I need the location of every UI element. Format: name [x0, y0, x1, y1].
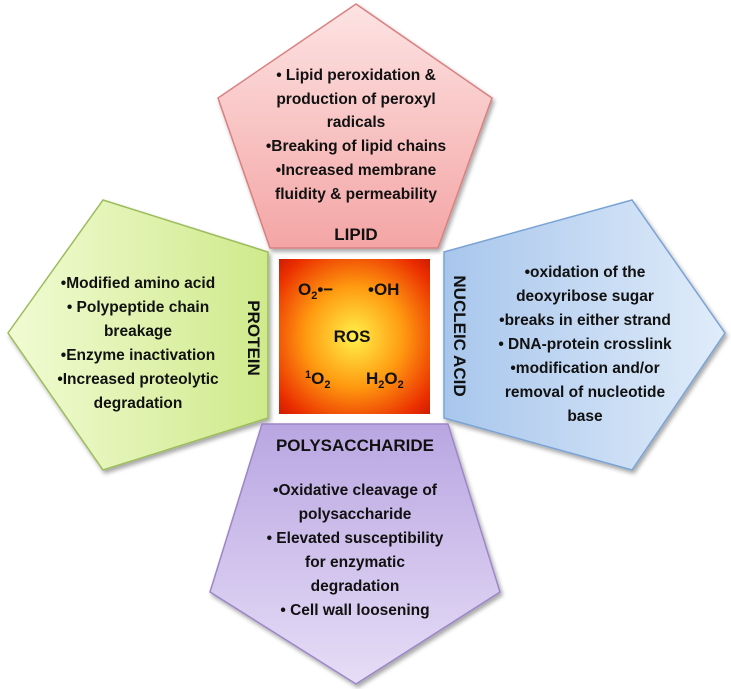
lipid-title: LIPID: [334, 225, 377, 244]
protein-line: • Polypeptide chain: [67, 299, 209, 316]
polysaccharide-section: POLYSACCHARIDE •Oxidative cleavage of po…: [209, 423, 501, 685]
polysaccharide-line: • Elevated susceptibility: [267, 530, 444, 547]
nucleic-acid-line: •breaks in either strand: [499, 312, 671, 329]
singlet-oxygen-label: 1O2: [305, 369, 330, 391]
polysaccharide-line: •Oxidative cleavage of: [273, 482, 438, 499]
lipid-line: fluidity & permeability: [275, 186, 437, 203]
protein-title: PROTEIN: [244, 300, 263, 376]
nucleic-acid-line: removal of nucleotide: [505, 384, 666, 401]
nucleic-acid-pentagon: [443, 199, 726, 471]
lipid-pentagon: [217, 3, 493, 249]
nucleic-acid-effects-list: •oxidation of the deoxyribose sugar •bre…: [498, 264, 672, 425]
lipid-line: •Increased membrane: [276, 162, 437, 179]
polysaccharide-line: polysaccharide: [299, 506, 412, 523]
protein-effects-list: •Modified amino acid • Polypeptide chain…: [57, 275, 219, 412]
protein-pentagon: [7, 199, 269, 471]
polysaccharide-line: • Cell wall loosening: [280, 602, 429, 619]
polysaccharide-effects-list: •Oxidative cleavage of polysaccharide • …: [267, 482, 444, 619]
protein-line: breakage: [104, 323, 172, 340]
lipid-line: radicals: [327, 114, 386, 131]
lipid-section: • Lipid peroxidation & production of per…: [217, 3, 493, 249]
lipid-line: production of peroxyl: [276, 91, 435, 108]
polysaccharide-line: degradation: [311, 578, 400, 595]
ros-center: O2•− •OH ROS 1O2 H2O2: [279, 259, 430, 414]
protein-section: •Modified amino acid • Polypeptide chain…: [7, 199, 269, 471]
protein-line: degradation: [94, 395, 183, 412]
lipid-line: •Breaking of lipid chains: [266, 138, 446, 155]
polysaccharide-line: for enzymatic: [305, 554, 405, 571]
ros-label: ROS: [334, 327, 371, 346]
nucleic-acid-section: •oxidation of the deoxyribose sugar •bre…: [443, 199, 726, 471]
polysaccharide-title: POLYSACCHARIDE: [276, 436, 434, 455]
superoxide-label: O2•−: [298, 280, 333, 302]
hydroxyl-label: •OH: [368, 280, 399, 299]
protein-line: •Increased proteolytic: [57, 371, 219, 388]
protein-line: •Modified amino acid: [61, 275, 215, 292]
lipid-effects-list: • Lipid peroxidation & production of per…: [266, 67, 446, 203]
protein-line: •Enzyme inactivation: [61, 347, 215, 364]
nucleic-acid-line: •modification and/or: [510, 360, 659, 377]
ros-square: [279, 259, 430, 414]
polysaccharide-pentagon: [209, 423, 501, 685]
lipid-line: • Lipid peroxidation &: [276, 67, 436, 84]
nucleic-acid-line: • DNA-protein crosslink: [498, 336, 672, 353]
nucleic-acid-line: •oxidation of the: [525, 264, 646, 281]
nucleic-acid-title: NUCLEIC ACID: [450, 275, 469, 396]
hydrogen-peroxide-label: H2O2: [366, 369, 404, 391]
nucleic-acid-line: deoxyribose sugar: [516, 288, 654, 305]
nucleic-acid-line: base: [567, 408, 603, 425]
